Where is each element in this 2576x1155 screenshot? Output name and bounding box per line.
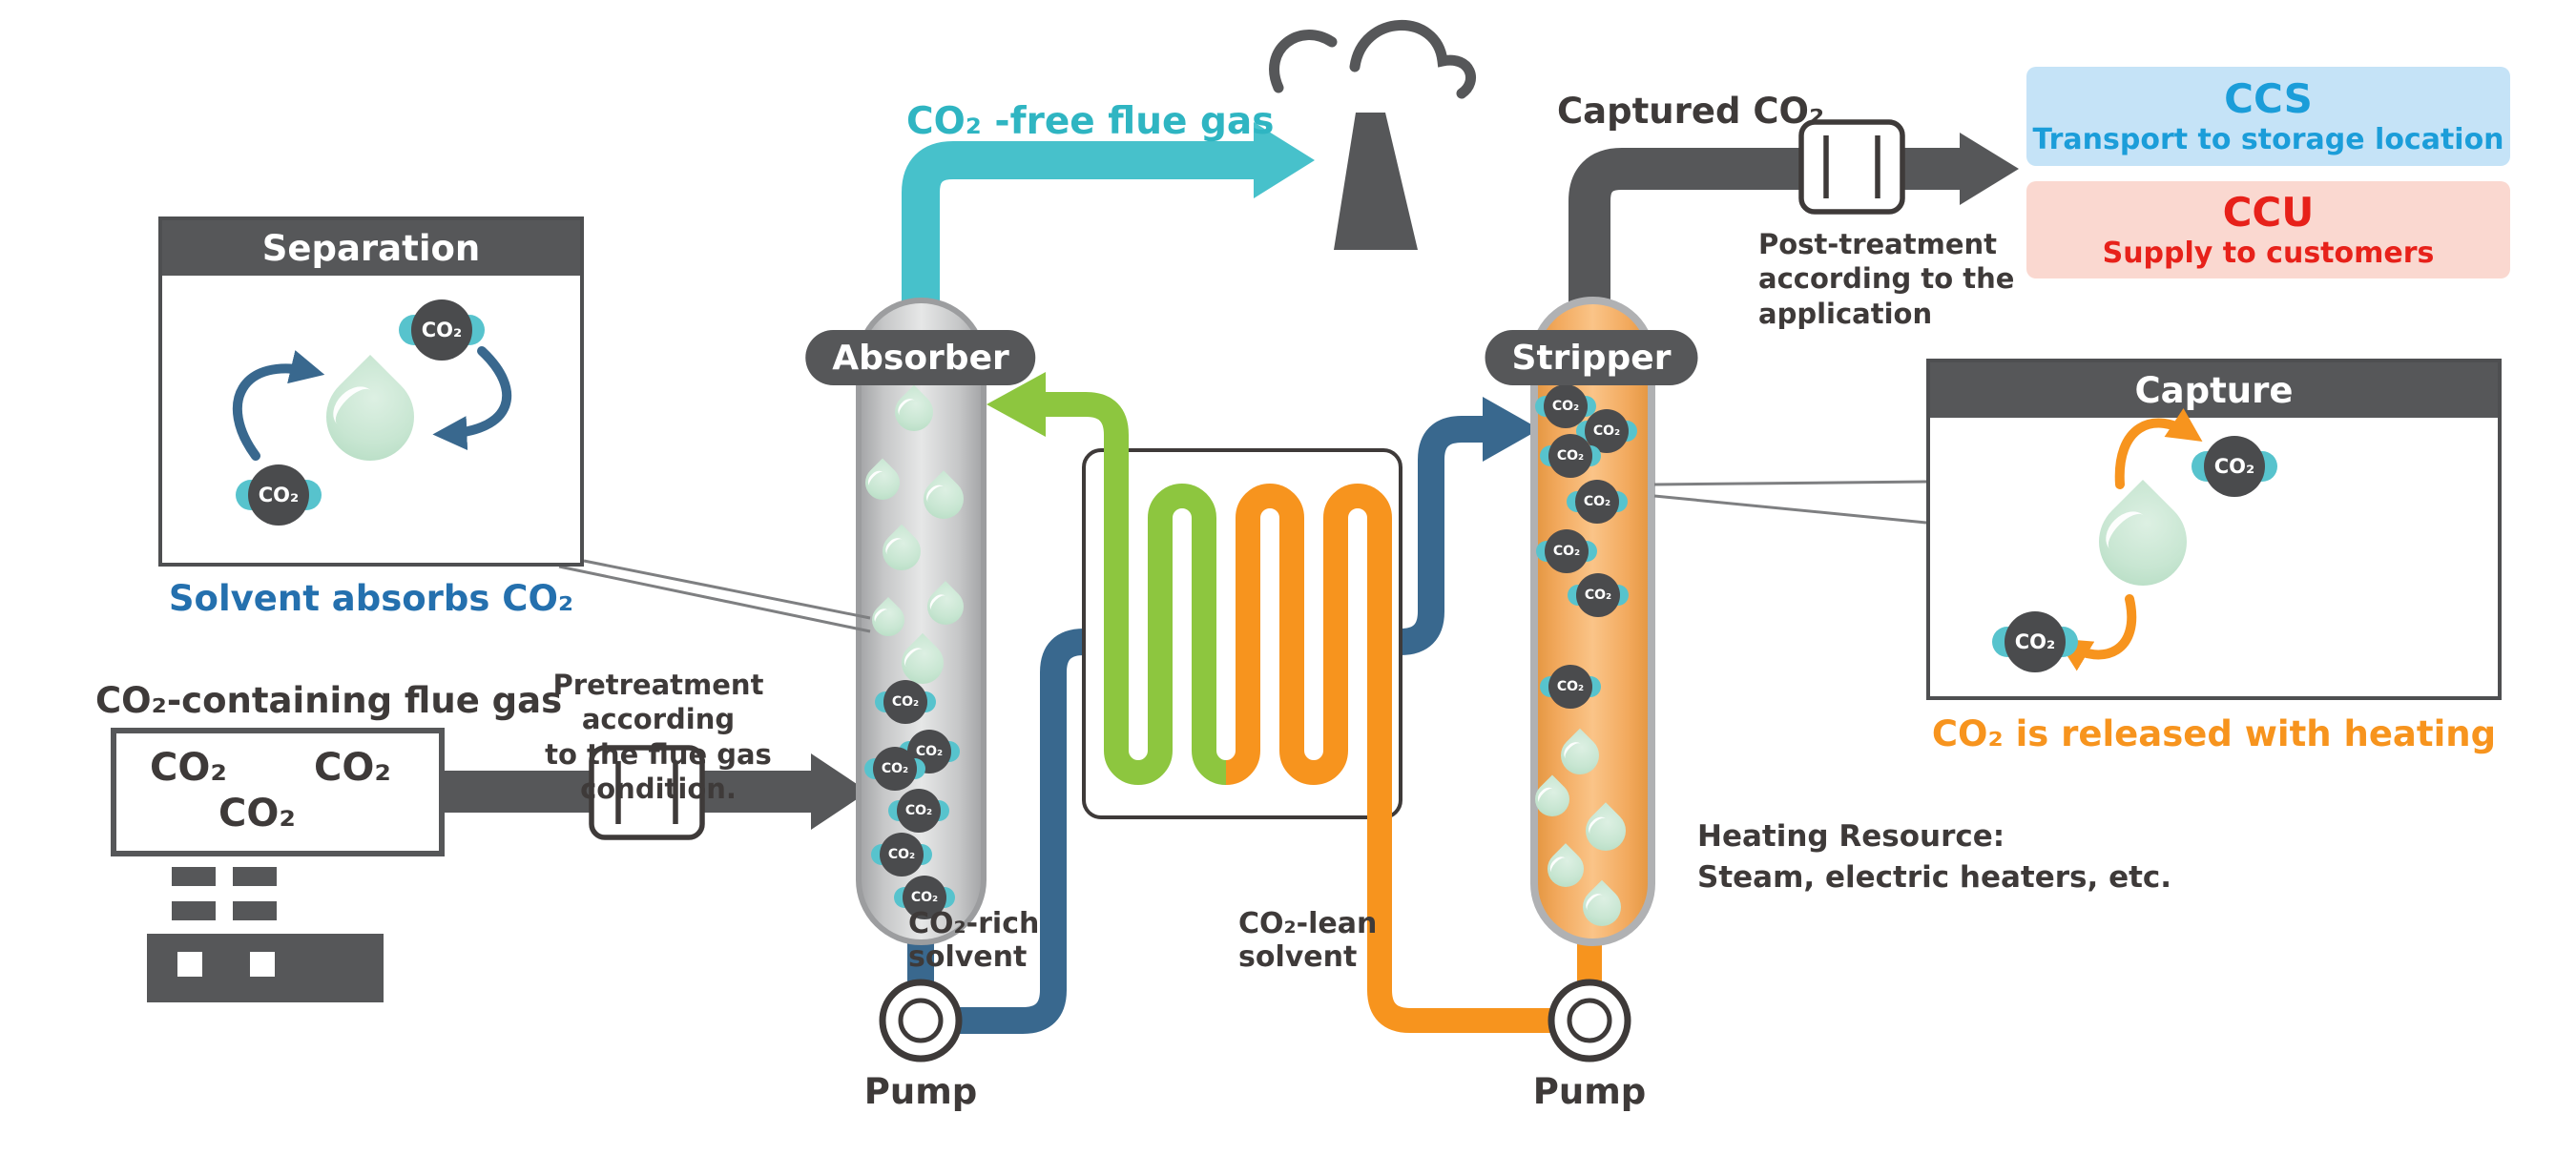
captured-co2-arrow — [1568, 133, 2019, 362]
pump-left-icon — [879, 979, 963, 1062]
source-flue-gas-label: CO₂-containing flue gas — [95, 680, 563, 721]
co2-free-gas-arrow — [902, 122, 1315, 362]
lean-solvent-label: CO₂-lean solvent — [1238, 907, 1378, 974]
chimney-icon — [1269, 20, 1476, 250]
pretreatment-filter-icon — [589, 745, 705, 840]
ccu-box: CCU Supply to customers — [2026, 181, 2510, 278]
factory-co2-label: CO₂ — [314, 746, 391, 790]
stripper-label: Stripper — [1485, 330, 1698, 385]
factory-box-labels: CO₂ CO₂ CO₂ — [114, 731, 442, 854]
ccu-title: CCU — [2222, 189, 2315, 237]
factory-co2-label: CO₂ — [150, 746, 227, 790]
cooled-solvent-pipe — [987, 372, 1227, 785]
ccs-subtitle: Transport to storage location — [2032, 122, 2504, 156]
separation-panel-title: Separation — [162, 220, 580, 276]
pump-left-label: Pump — [863, 1071, 978, 1112]
lean-solvent-pipe — [1225, 484, 1602, 1033]
ccs-box: CCS Transport to storage location — [2026, 67, 2510, 166]
posttreatment-filter-icon — [1798, 119, 1905, 215]
pump-right-label: Pump — [1532, 1071, 1647, 1112]
capture-panel: Capture — [1926, 359, 2502, 700]
pump-right-icon — [1548, 979, 1631, 1062]
callout-lines-separation — [558, 559, 871, 633]
pretreatment-note: Pretreatment according to the flue gas c… — [545, 669, 772, 805]
factory-co2-label: CO₂ — [218, 792, 296, 835]
heating-resource-note: Heating Resource: Steam, electric heater… — [1697, 819, 2172, 895]
absorber-label: Absorber — [805, 330, 1036, 385]
capture-caption: CO₂ is released with heating — [1931, 713, 2497, 754]
factory-icon — [111, 728, 445, 1002]
co2-free-flue-gas-label: CO₂ -free flue gas — [906, 100, 1275, 143]
ccs-title: CCS — [2224, 75, 2313, 123]
separation-caption: Solvent absorbs CO₂ — [168, 578, 574, 619]
ccu-subtitle: Supply to customers — [2102, 236, 2435, 270]
captured-co2-label: Captured CO₂ — [1557, 91, 1825, 132]
rich-solvent-label: CO₂-rich solvent — [908, 907, 1040, 974]
post-treatment-note: Post-treatment according to the applicat… — [1758, 228, 2015, 330]
callout-lines-capture — [1653, 480, 1927, 525]
capture-panel-title: Capture — [1930, 362, 2498, 418]
